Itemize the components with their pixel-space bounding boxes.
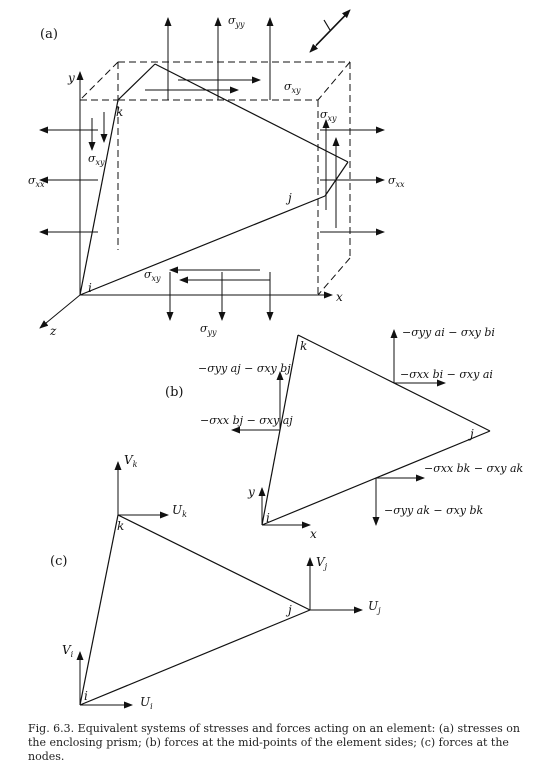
force-label-left-top: −σyy aj − σxy bj <box>198 362 291 375</box>
node-j-label-b: j <box>467 427 474 441</box>
force-V-k-label: Vk <box>124 453 138 469</box>
sigma-yy-bottom-label: σyy <box>200 322 217 337</box>
force-label-left-mid: −σxx bj − σxy aj <box>200 414 293 427</box>
panel-a-label: (a) <box>40 27 58 42</box>
force-label-bottom-low: −σyy ak − σxy bk <box>384 504 484 517</box>
panel-b: (b) x y i j k −σyy ai − σxy bi −σxx bi −… <box>165 326 524 541</box>
force-label-right-mid: −σxx bi − σxy ai <box>400 368 493 381</box>
force-U-i-label: Ui <box>140 695 153 711</box>
node-i-label-c: i <box>84 689 88 703</box>
force-U-j-label: Uj <box>368 599 381 615</box>
panel-c-label: (c) <box>50 554 67 569</box>
node-i-label-b: i <box>266 511 270 525</box>
sigma-yy-bottom-arrows <box>166 272 274 321</box>
figure-caption: Fig. 6.3. Equivalent systems of stresses… <box>28 722 520 763</box>
node-k-label-c: k <box>117 519 124 533</box>
sigma-yy-top-arrows <box>164 17 274 100</box>
sigma-xy-top-label: σxy <box>284 80 301 95</box>
sigma-xx-left-arrows <box>39 126 98 236</box>
figure-diagram: (a) x y z i j <box>28 9 524 711</box>
force-U-k-label: Uk <box>172 503 187 519</box>
sigma-xy-bottom-label: σxy <box>144 268 161 283</box>
sigma-yy-top-label: σyy <box>228 14 245 29</box>
element-triangle-c <box>79 514 311 706</box>
force-V-i-label: Vi <box>62 643 74 659</box>
sigma-xy-left-label: σxy <box>88 152 105 167</box>
panel-b-label: (b) <box>165 385 183 400</box>
z-axis-arrow <box>39 294 81 329</box>
z-axis-label: z <box>49 324 57 338</box>
thickness-marker <box>309 9 351 53</box>
x-axis-label: x <box>336 290 343 304</box>
y-axis-label: y <box>67 71 75 85</box>
sigma-xx-left-label: σxx <box>28 174 45 189</box>
node-i-label-a: i <box>88 281 92 295</box>
node-j-label-c: j <box>285 603 292 617</box>
panel-a: (a) x y z i j <box>28 9 405 338</box>
sigma-xx-right-label: σxx <box>388 174 405 189</box>
element-triangle-a <box>79 63 349 296</box>
node-k-label-a: k <box>116 105 123 119</box>
panel-c: (c) i j k Vk Uk Vj Uj Vi Ui <box>50 453 381 711</box>
sigma-xy-right-label: σxy <box>320 108 337 123</box>
sigma-xx-right-arrows <box>320 126 385 236</box>
force-V-j-label: Vj <box>316 555 328 571</box>
force-label-bottom-right: −σxx bk − σxy ak <box>424 462 524 475</box>
force-label-right-top: −σyy ai − σxy bi <box>402 326 495 339</box>
y-axis-label-b: y <box>247 485 255 499</box>
x-axis-label-b: x <box>310 527 317 541</box>
node-j-label-a: j <box>285 191 292 205</box>
node-k-label-b: k <box>300 339 307 353</box>
